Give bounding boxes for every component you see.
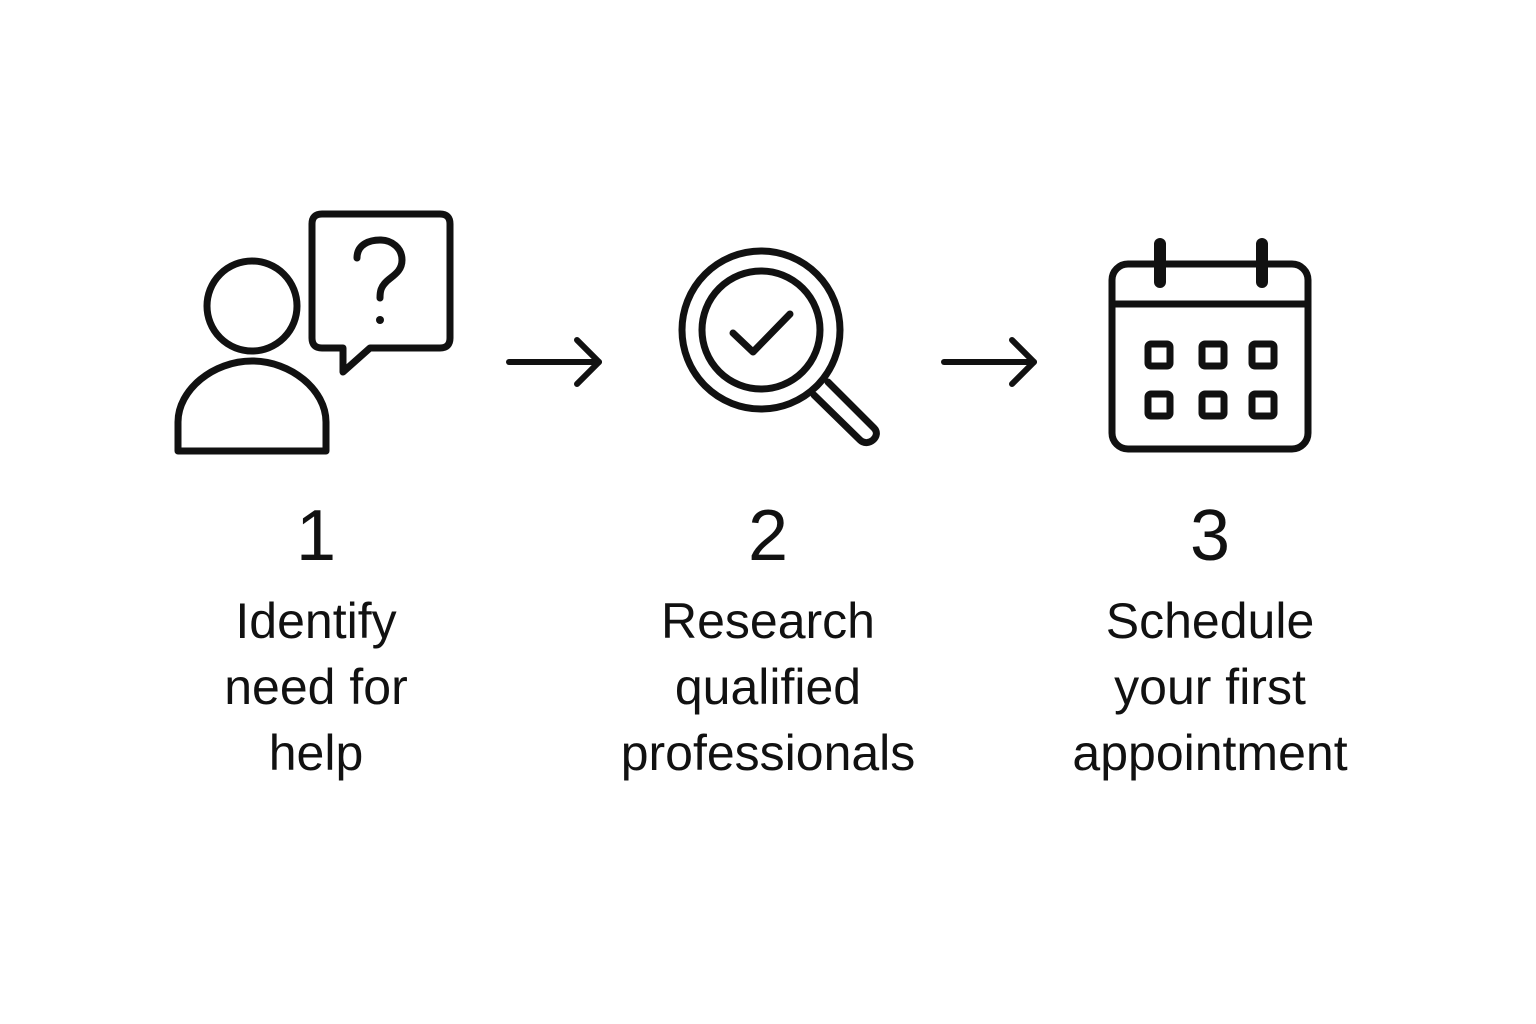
arrow-right-icon: [505, 332, 605, 392]
step-2: 2 Research qualified professionals: [578, 200, 958, 800]
step-label-line: your first: [1114, 659, 1306, 715]
step-label: Schedule your first appointment: [1020, 588, 1400, 786]
person-question-icon: [126, 200, 506, 470]
step-label-line: Identify: [235, 593, 397, 649]
step-number: 3: [1189, 496, 1231, 576]
step-1: 1 Identify need for help: [126, 200, 506, 800]
step-label: Identify need for help: [126, 588, 506, 786]
arrow-right-icon: [940, 332, 1040, 392]
step-label: Research qualified professionals: [578, 588, 958, 786]
step-3: 3 Schedule your first appointment: [1020, 200, 1400, 800]
step-label-line: qualified: [674, 659, 862, 715]
magnifier-check-icon: [578, 200, 958, 470]
step-number: 2: [747, 496, 789, 576]
step-label-line: appointment: [1072, 725, 1348, 781]
calendar-icon: [1020, 200, 1400, 470]
step-label-line: help: [268, 725, 364, 781]
step-label-line: Schedule: [1105, 593, 1315, 649]
step-number: 1: [295, 496, 337, 576]
step-label-line: professionals: [620, 725, 916, 781]
step-label-line: need for: [224, 659, 408, 715]
step-label-line: Research: [661, 593, 875, 649]
